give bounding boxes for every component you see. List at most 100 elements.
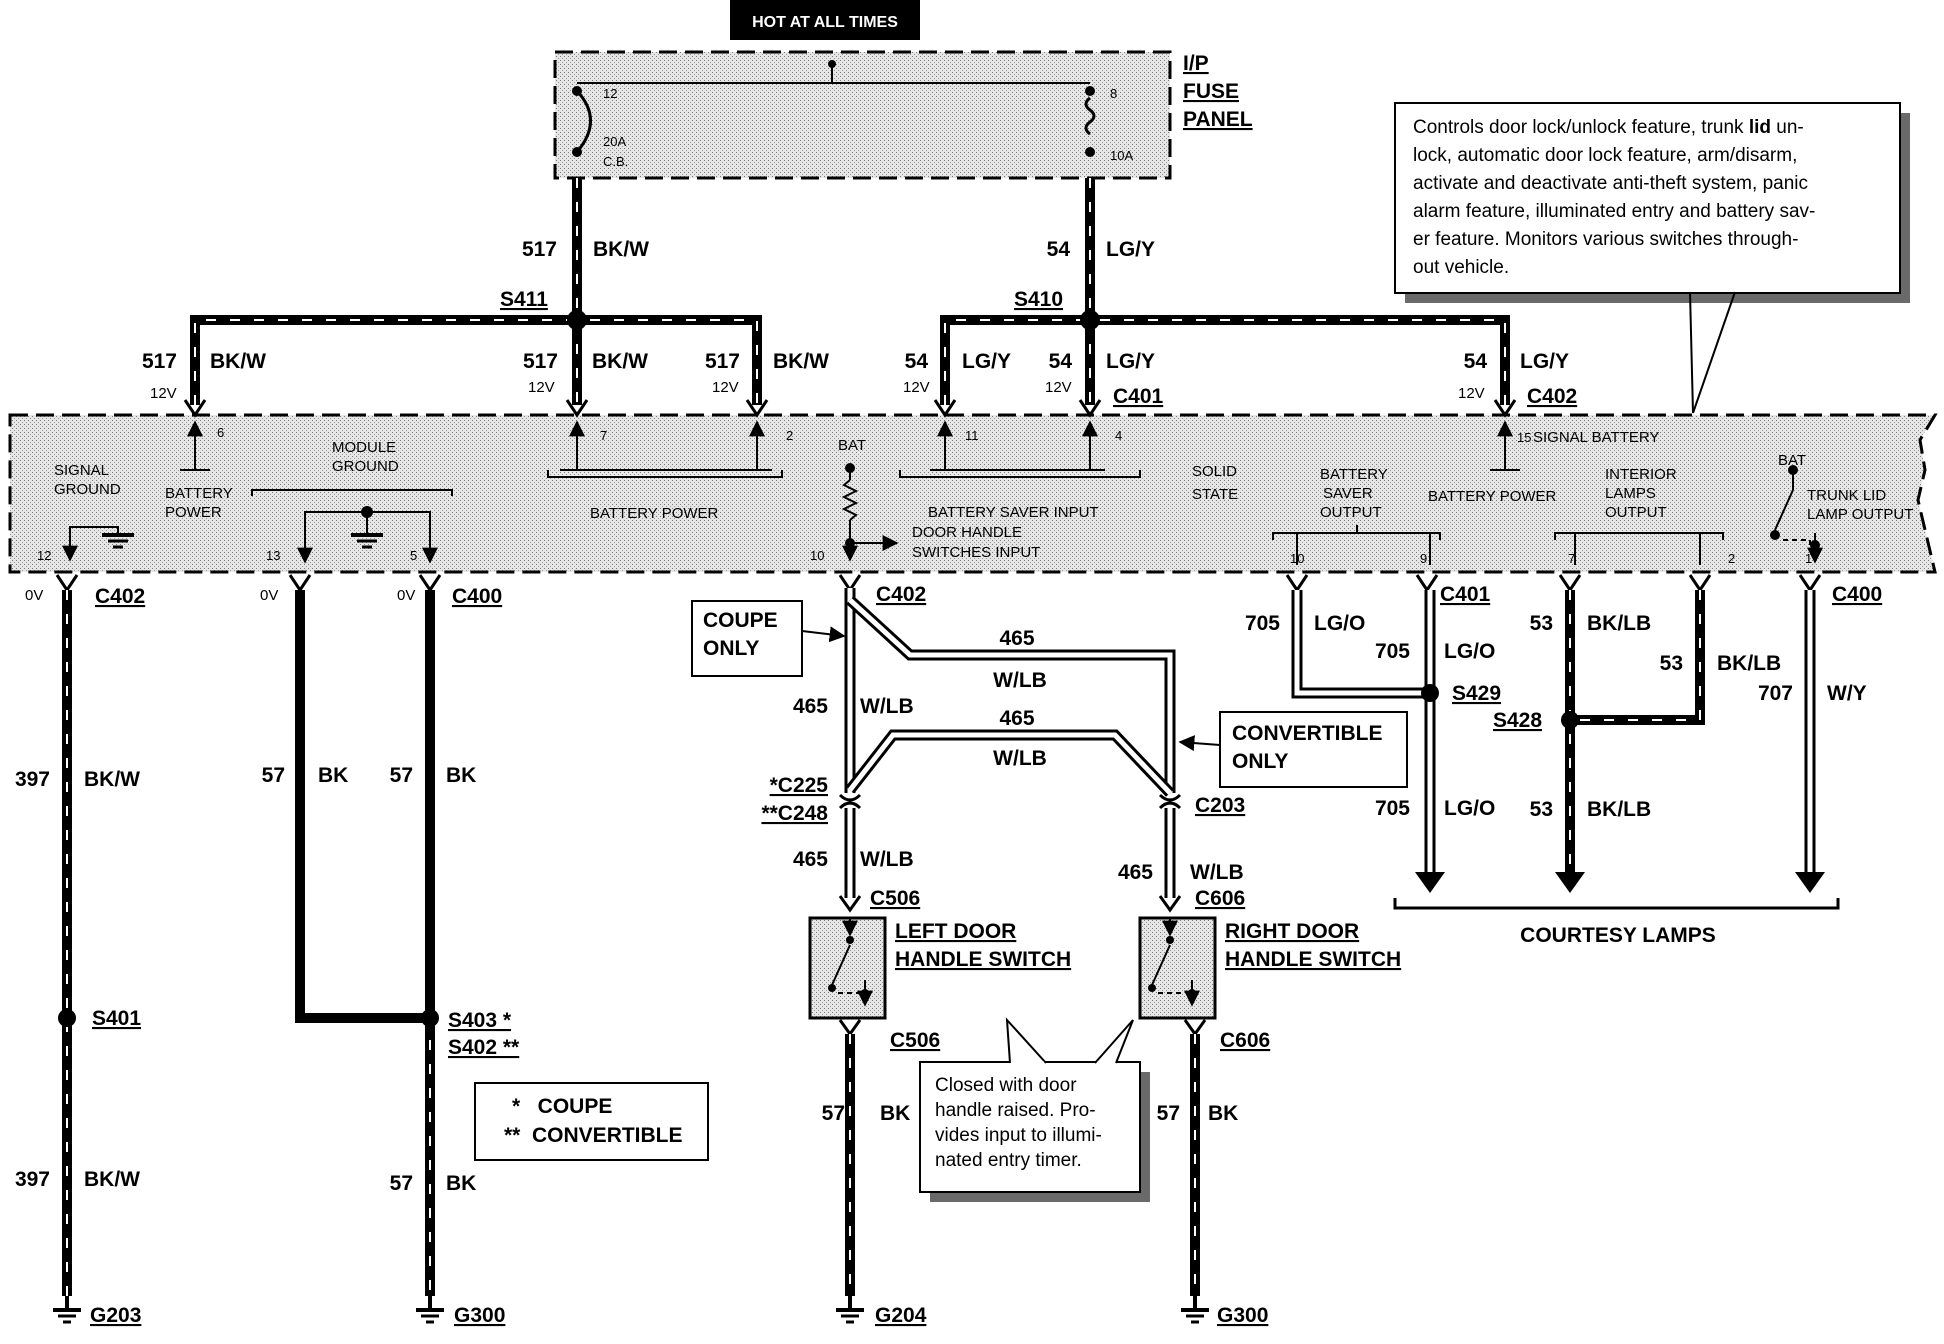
svg-text:11: 11 (965, 428, 979, 443)
svg-text:12V: 12V (1458, 385, 1485, 402)
svg-text:W/Y: W/Y (1827, 682, 1867, 705)
svg-text:57: 57 (390, 764, 413, 787)
svg-text:DOOR HANDLE: DOOR HANDLE (912, 524, 1022, 541)
svg-text:LG/Y: LG/Y (1106, 350, 1155, 373)
svg-text:54: 54 (905, 350, 929, 373)
svg-text:OUTPUT: OUTPUT (1320, 504, 1382, 521)
svg-text:SIGNAL BATTERY: SIGNAL BATTERY (1533, 429, 1659, 446)
svg-text:nated entry timer.: nated entry timer. (935, 1150, 1082, 1171)
svg-text:alarm feature, illuminated ent: alarm feature, illuminated entry and bat… (1413, 201, 1815, 222)
svg-text:BATTERY: BATTERY (1320, 466, 1388, 483)
wire-465-door-handle: 465 W/LB 465 W/LB 465 W/LB 465 W/LB 465 … (761, 588, 1245, 913)
svg-text:53: 53 (1530, 798, 1553, 821)
svg-text:BK: BK (446, 1172, 476, 1195)
svg-text:C402: C402 (1527, 385, 1577, 408)
svg-text:517: 517 (522, 238, 557, 261)
svg-text:7: 7 (1568, 551, 1575, 566)
svg-text:MODULE: MODULE (332, 439, 396, 456)
svg-text:LG/Y: LG/Y (1520, 350, 1569, 373)
svg-text:BK: BK (446, 764, 476, 787)
svg-text:12V: 12V (150, 385, 177, 402)
svg-text:705: 705 (1375, 797, 1410, 820)
svg-text:C400: C400 (452, 585, 502, 608)
svg-text:S429: S429 (1452, 682, 1501, 705)
ground-g300-left: G300 (416, 1296, 505, 1327)
svg-text:LAMPS: LAMPS (1605, 485, 1656, 502)
svg-text:BK/LB: BK/LB (1717, 652, 1781, 675)
svg-text:465: 465 (999, 627, 1034, 650)
svg-text:BK/LB: BK/LB (1587, 612, 1651, 635)
svg-text:BK/W: BK/W (593, 238, 649, 261)
svg-text:Controls door lock/unlock feat: Controls door lock/unlock feature, trunk… (1413, 117, 1804, 138)
svg-text:C606: C606 (1195, 887, 1245, 910)
svg-text:LG/O: LG/O (1314, 612, 1365, 635)
svg-text:0V: 0V (397, 587, 415, 604)
svg-text:SWITCHES INPUT: SWITCHES INPUT (912, 544, 1040, 561)
svg-text:POWER: POWER (165, 504, 222, 521)
svg-text:ONLY: ONLY (703, 637, 759, 660)
svg-text:CONVERTIBLE: CONVERTIBLE (1232, 722, 1383, 745)
svg-text:BATTERY SAVER INPUT: BATTERY SAVER INPUT (928, 504, 1099, 521)
svg-text:BK/W: BK/W (84, 768, 140, 791)
svg-text:C401: C401 (1440, 583, 1491, 606)
svg-text:54: 54 (1464, 350, 1488, 373)
wire-517-feed: 517 BK/W (522, 178, 649, 320)
svg-text:LG/O: LG/O (1444, 797, 1495, 820)
svg-text:BATTERY POWER: BATTERY POWER (1428, 488, 1557, 505)
svg-text:465: 465 (793, 695, 828, 718)
svg-text:BATTERY: BATTERY (165, 485, 233, 502)
svg-text:TRUNK LID: TRUNK LID (1807, 487, 1886, 504)
svg-text:BK/W: BK/W (210, 350, 266, 373)
svg-text:SOLID: SOLID (1192, 463, 1237, 480)
svg-text:W/LB: W/LB (860, 848, 914, 871)
legend-box: * COUPE ** CONVERTIBLE (474, 1082, 709, 1161)
svg-text:0V: 0V (260, 587, 278, 604)
svg-text:7: 7 (600, 428, 607, 443)
svg-text:397: 397 (15, 768, 50, 791)
svg-text:Closed with door: Closed with door (935, 1075, 1077, 1096)
svg-text:**C248: **C248 (761, 802, 828, 825)
lower-connector-labels: 0V C402 0V 0V C400 C402 C401 C400 (25, 583, 1882, 608)
svg-text:705: 705 (1375, 640, 1410, 663)
svg-text:G203: G203 (90, 1304, 141, 1327)
svg-text:57: 57 (1157, 1102, 1180, 1125)
svg-text:C400: C400 (1832, 583, 1882, 606)
svg-text:BK/W: BK/W (592, 350, 648, 373)
svg-text:LEFT DOOR: LEFT DOOR (895, 920, 1016, 943)
wire-707-trunk-lid: 707 W/Y (1758, 590, 1867, 893)
svg-text:20A: 20A (603, 134, 626, 149)
svg-text:ONLY: ONLY (1232, 750, 1288, 773)
svg-text:12: 12 (603, 86, 617, 101)
svg-text:5: 5 (410, 548, 417, 563)
module-description-box: Controls door lock/unlock feature, trunk… (1394, 102, 1910, 414)
ground-g204: G204 (836, 1296, 927, 1327)
door-switch-ground-wires: C506 C606 57 BK 57 BK (822, 1019, 1270, 1296)
svg-text:54: 54 (1049, 350, 1073, 373)
svg-text:465: 465 (1118, 861, 1153, 884)
svg-text:G300: G300 (1217, 1304, 1268, 1327)
svg-text:W/LB: W/LB (860, 695, 914, 718)
svg-text:I/P: I/P (1183, 52, 1209, 75)
svg-text:activate and deactivate anti-t: activate and deactivate anti-theft syste… (1413, 173, 1808, 194)
svg-text:** CONVERTIBLE: ** CONVERTIBLE (504, 1124, 683, 1147)
svg-text:53: 53 (1530, 612, 1553, 635)
svg-text:GROUND: GROUND (54, 481, 121, 498)
svg-text:10: 10 (1290, 551, 1304, 566)
wire-705-battery-saver: 705 LG/O 705 LG/O 705 LG/O S429 (1245, 590, 1501, 893)
svg-text:1: 1 (1805, 551, 1812, 566)
svg-text:6: 6 (217, 425, 224, 440)
svg-text:G204: G204 (875, 1304, 927, 1327)
svg-text:8: 8 (1110, 86, 1117, 101)
svg-text:COURTESY LAMPS: COURTESY LAMPS (1520, 924, 1716, 947)
svg-text:C.B.: C.B. (603, 154, 628, 169)
ground-g203: G203 (53, 1296, 141, 1327)
svg-text:handle raised. Pro-: handle raised. Pro- (935, 1100, 1096, 1121)
courtesy-lamps-bracket: COURTESY LAMPS (1393, 898, 1840, 947)
hot-at-all-times-banner: HOT AT ALL TIMES (730, 0, 920, 40)
svg-text:465: 465 (999, 707, 1034, 730)
svg-text:2: 2 (786, 428, 793, 443)
svg-text:4: 4 (1115, 428, 1122, 443)
svg-text:OUTPUT: OUTPUT (1605, 504, 1667, 521)
svg-text:BK: BK (318, 764, 348, 787)
svg-text:BAT: BAT (1778, 452, 1806, 469)
